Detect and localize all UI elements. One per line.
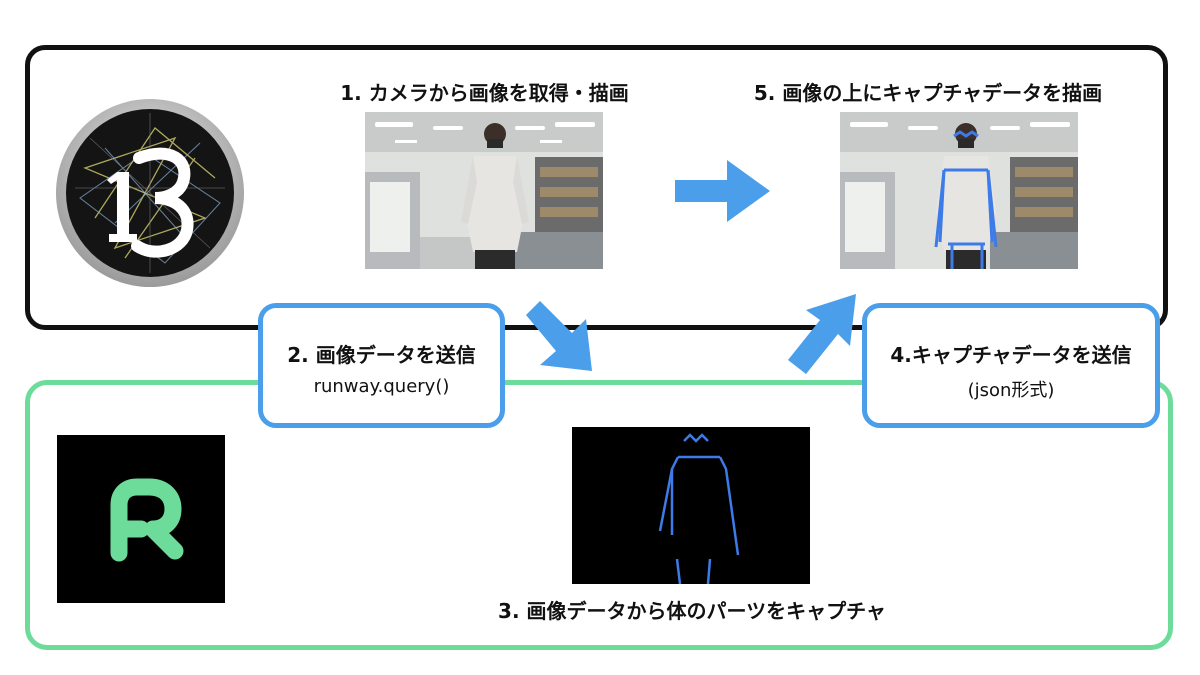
pose-capture-image bbox=[572, 427, 810, 584]
step2-title: 2. 画像データを送信 bbox=[287, 343, 476, 367]
p5-logo-icon bbox=[55, 98, 245, 288]
step1-label: 1. カメラから画像を取得・描画 bbox=[340, 81, 629, 105]
camera-image-with-pose bbox=[840, 112, 1078, 269]
step4-subtitle: (json形式) bbox=[967, 380, 1055, 401]
step3-label: 3. 画像データから体のパーツをキャプチャ bbox=[498, 599, 886, 623]
runway-logo-icon bbox=[57, 435, 225, 603]
arrow-icon bbox=[520, 295, 600, 375]
step4-title: 4.キャプチャデータを送信 bbox=[890, 343, 1132, 367]
arrow-icon bbox=[780, 290, 860, 380]
step5-label: 5. 画像の上にキャプチャデータを描画 bbox=[753, 81, 1103, 105]
camera-image bbox=[365, 112, 603, 269]
step4-callout: 4.キャプチャデータを送信 (json形式) bbox=[862, 303, 1160, 428]
step2-callout: 2. 画像データを送信 runway.query() bbox=[258, 303, 505, 428]
runway-frame bbox=[25, 380, 1173, 650]
step2-subtitle: runway.query() bbox=[313, 376, 450, 397]
arrow-icon bbox=[675, 160, 770, 222]
processing-frame bbox=[25, 45, 1168, 330]
